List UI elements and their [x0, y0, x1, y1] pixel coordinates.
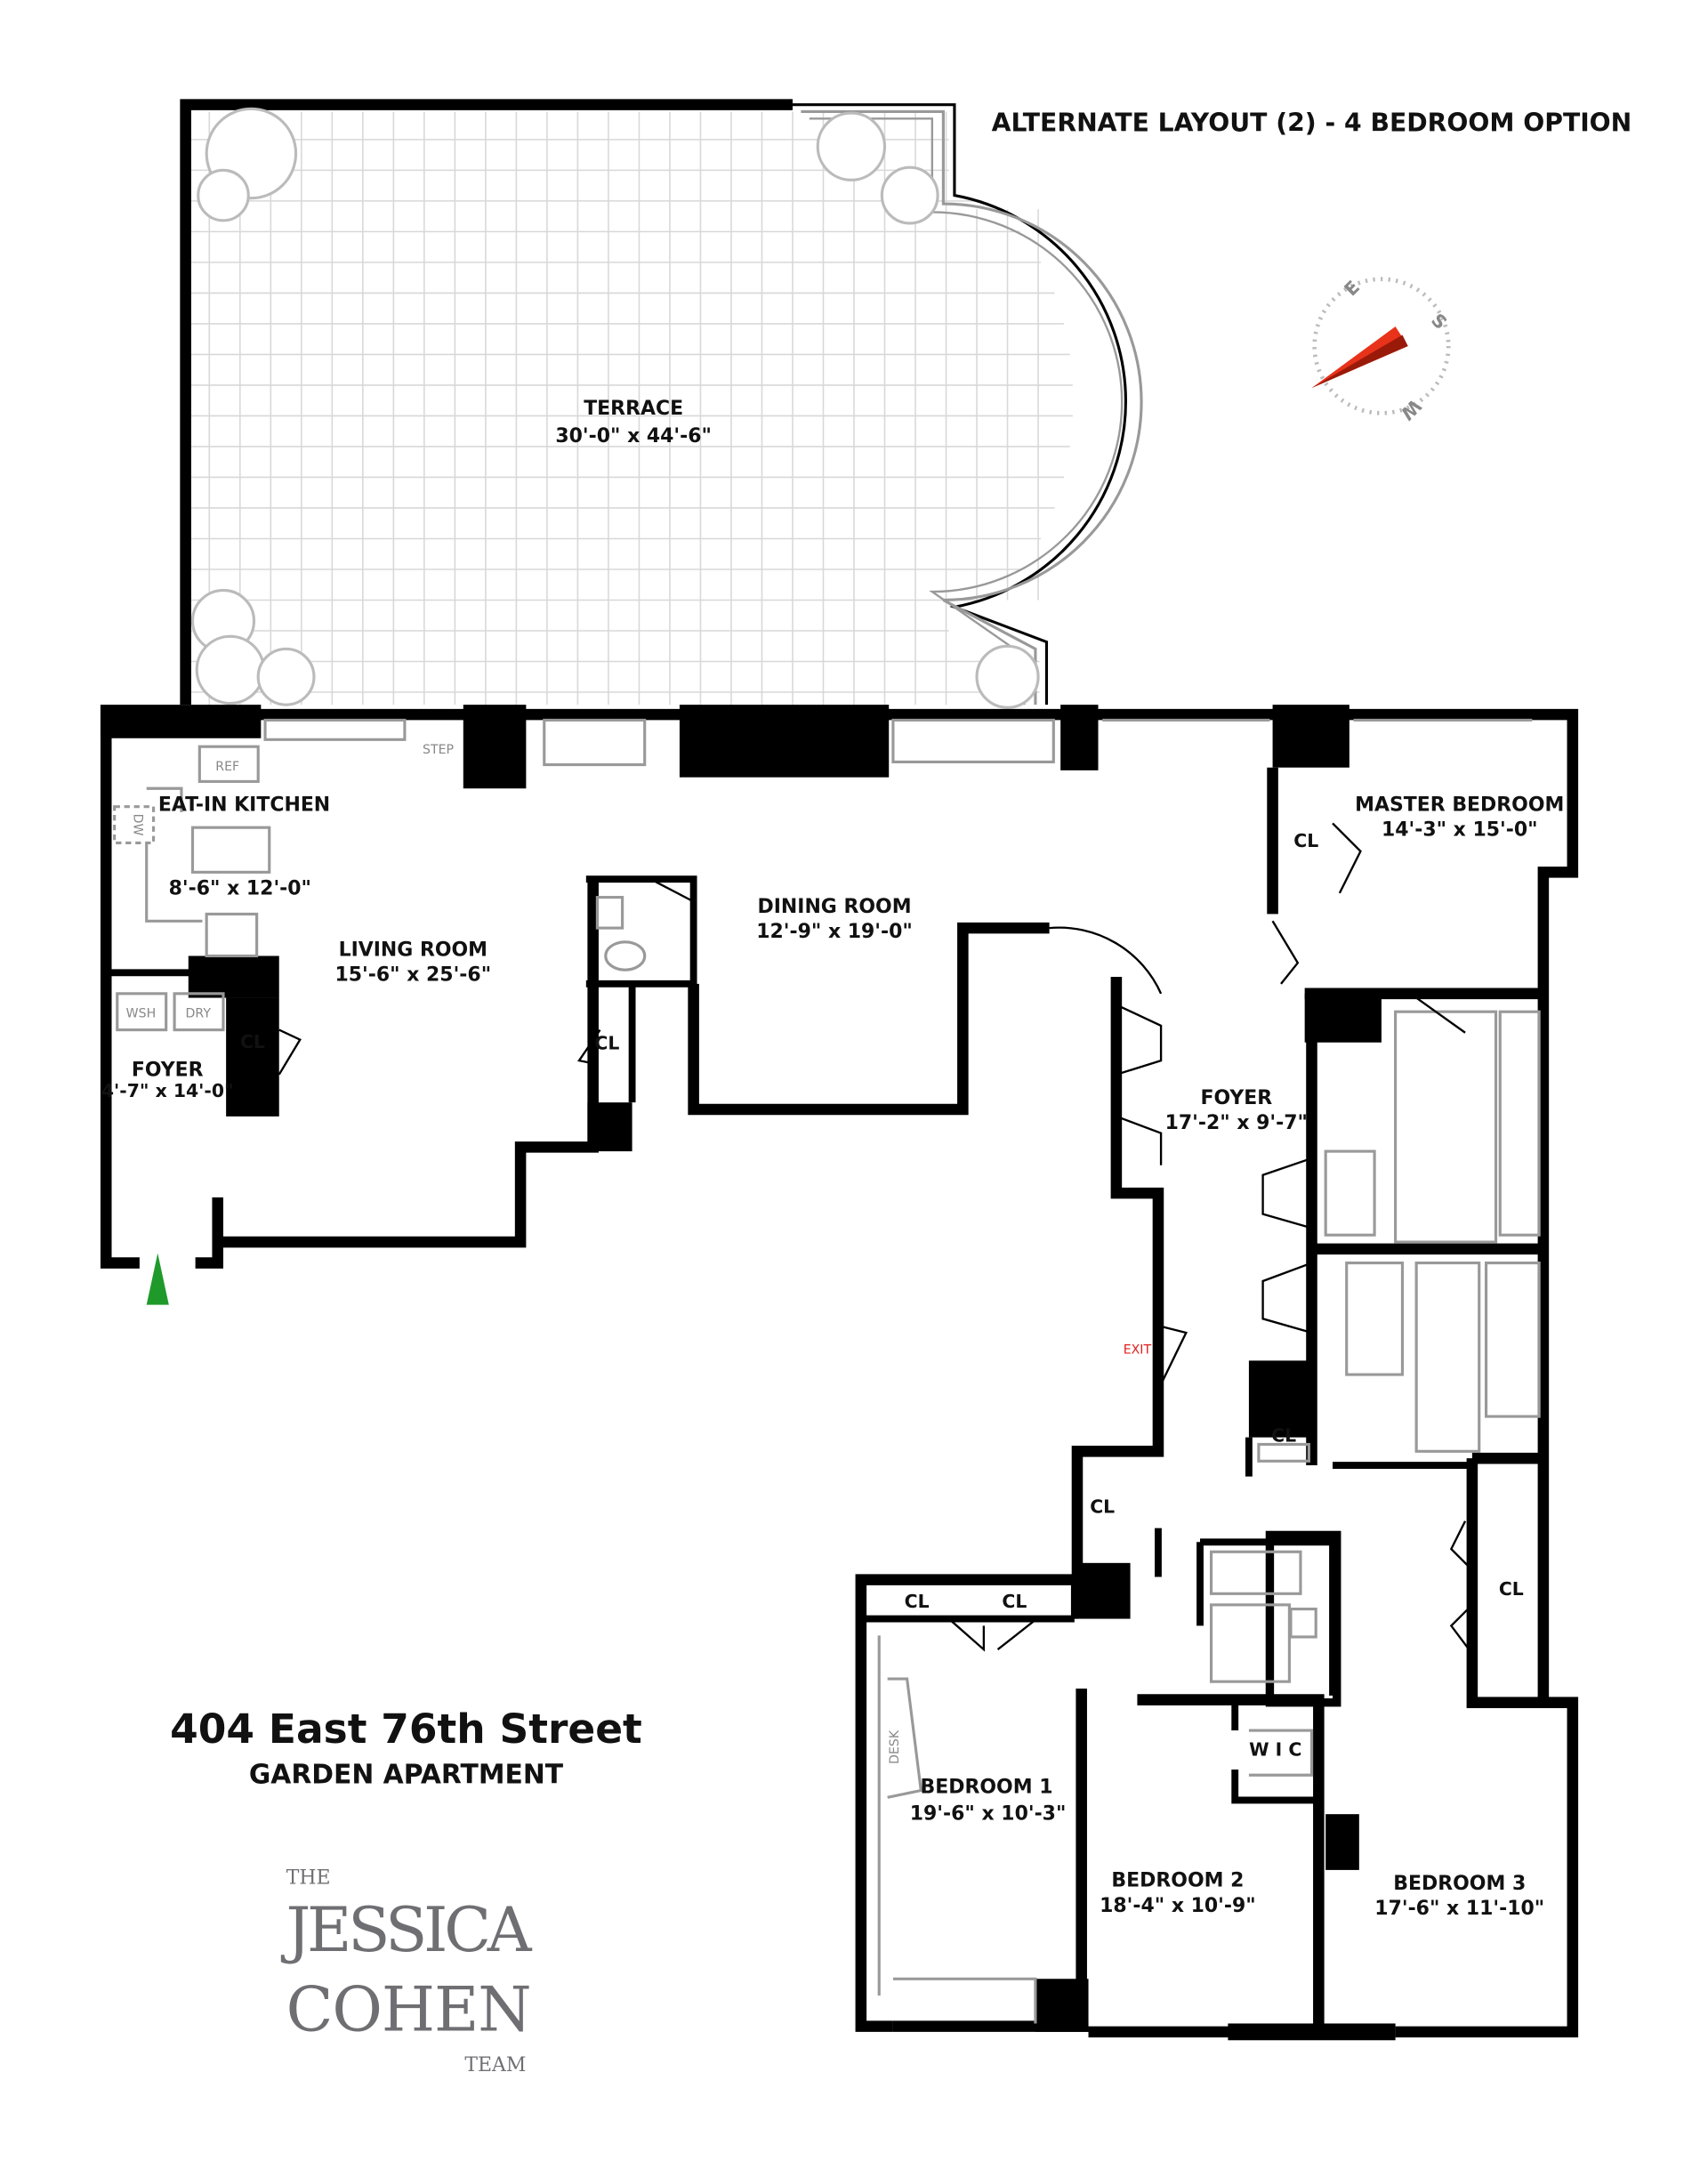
address-unit: GARDEN APARTMENT: [249, 1760, 564, 1791]
bedroom2-dims: 18'-4" x 10'-9": [1100, 1895, 1256, 1917]
logo-the: THE: [286, 1867, 331, 1890]
closet-label: CL: [1271, 1424, 1296, 1446]
doors: [278, 822, 1473, 1655]
bedroom3-name: BEDROOM 3: [1393, 1873, 1526, 1895]
dining-dims: 12'-9" x 19'-0": [756, 921, 913, 943]
logo-cohen: COHEN: [286, 1974, 532, 2045]
washer-label: WSH: [126, 1007, 157, 1021]
step-label: STEP: [423, 743, 454, 757]
terrace-name: TERRACE: [584, 398, 683, 420]
foyer-main-name: FOYER: [1200, 1087, 1272, 1109]
logo-team: TEAM: [464, 2054, 526, 2076]
ref-label: REF: [215, 760, 239, 774]
dryer-label: DRY: [186, 1007, 212, 1021]
closet-labels: CL CL CL CL CL CL CL CL W I C: [240, 830, 1524, 1760]
closet-label: CL: [1090, 1496, 1115, 1517]
layout-title: ALTERNATE LAYOUT (2) - 4 BEDROOM OPTION: [992, 108, 1632, 137]
closet-label: CL: [905, 1591, 930, 1612]
dishwasher-label: DW: [131, 814, 145, 836]
closet-label: CL: [1293, 830, 1318, 851]
terrace-paving-grid: [190, 111, 1073, 706]
fixtures: [113, 745, 1541, 1996]
compass-e: E: [1340, 277, 1364, 301]
compass-needle: [1311, 327, 1408, 389]
planter-icon: [190, 107, 1040, 709]
dining-name: DINING ROOM: [758, 896, 912, 918]
kitchen-dims: 8'-6" x 12'-0": [169, 877, 311, 899]
terrace-dims: 30'-0" x 44'-6": [555, 425, 712, 447]
master-dims: 14'-3" x 15'-0": [1382, 819, 1538, 842]
foyer-main-dims: 17'-2" x 9'-7": [1165, 1112, 1308, 1134]
bedroom1-dims: 19'-6" x 10'-3": [910, 1802, 1067, 1825]
closet-label: CL: [1499, 1578, 1524, 1600]
compass-icon: E S W: [1311, 277, 1451, 424]
compass-s: S: [1427, 310, 1451, 334]
closet-label: CL: [594, 1033, 619, 1054]
living-dims: 15'-6" x 25'-6": [335, 964, 492, 987]
entry-arrow-icon: [146, 1253, 169, 1305]
walls: STEP: [100, 705, 1579, 2041]
jessica-cohen-team-logo: THE JESSICA COHEN TEAM: [281, 1867, 533, 2076]
living-name: LIVING ROOM: [339, 939, 487, 961]
address-street: 404 East 76th Street: [170, 1705, 642, 1753]
bedroom1-name: BEDROOM 1: [921, 1777, 1053, 1799]
foyer-small-dims: 4'-7" x 14'-0": [101, 1080, 234, 1101]
master-name: MASTER BEDROOM: [1355, 794, 1564, 816]
desk-label: DESK: [888, 1730, 902, 1764]
bedroom3-dims: 17'-6" x 11'-10": [1374, 1898, 1544, 1920]
wic-label: W I C: [1249, 1738, 1301, 1760]
kitchen-name: EAT-IN KITCHEN: [158, 794, 330, 816]
terrace: TERRACE 30'-0" x 44'-6": [180, 99, 1143, 709]
foyer-small-name: FOYER: [132, 1059, 204, 1081]
closet-label: CL: [1002, 1591, 1027, 1612]
logo-jessica: JESSICA: [281, 1895, 533, 1966]
exit-label: EXIT: [1124, 1343, 1152, 1358]
bedroom2-name: BEDROOM 2: [1111, 1870, 1244, 1892]
closet-label: CL: [240, 1031, 265, 1052]
